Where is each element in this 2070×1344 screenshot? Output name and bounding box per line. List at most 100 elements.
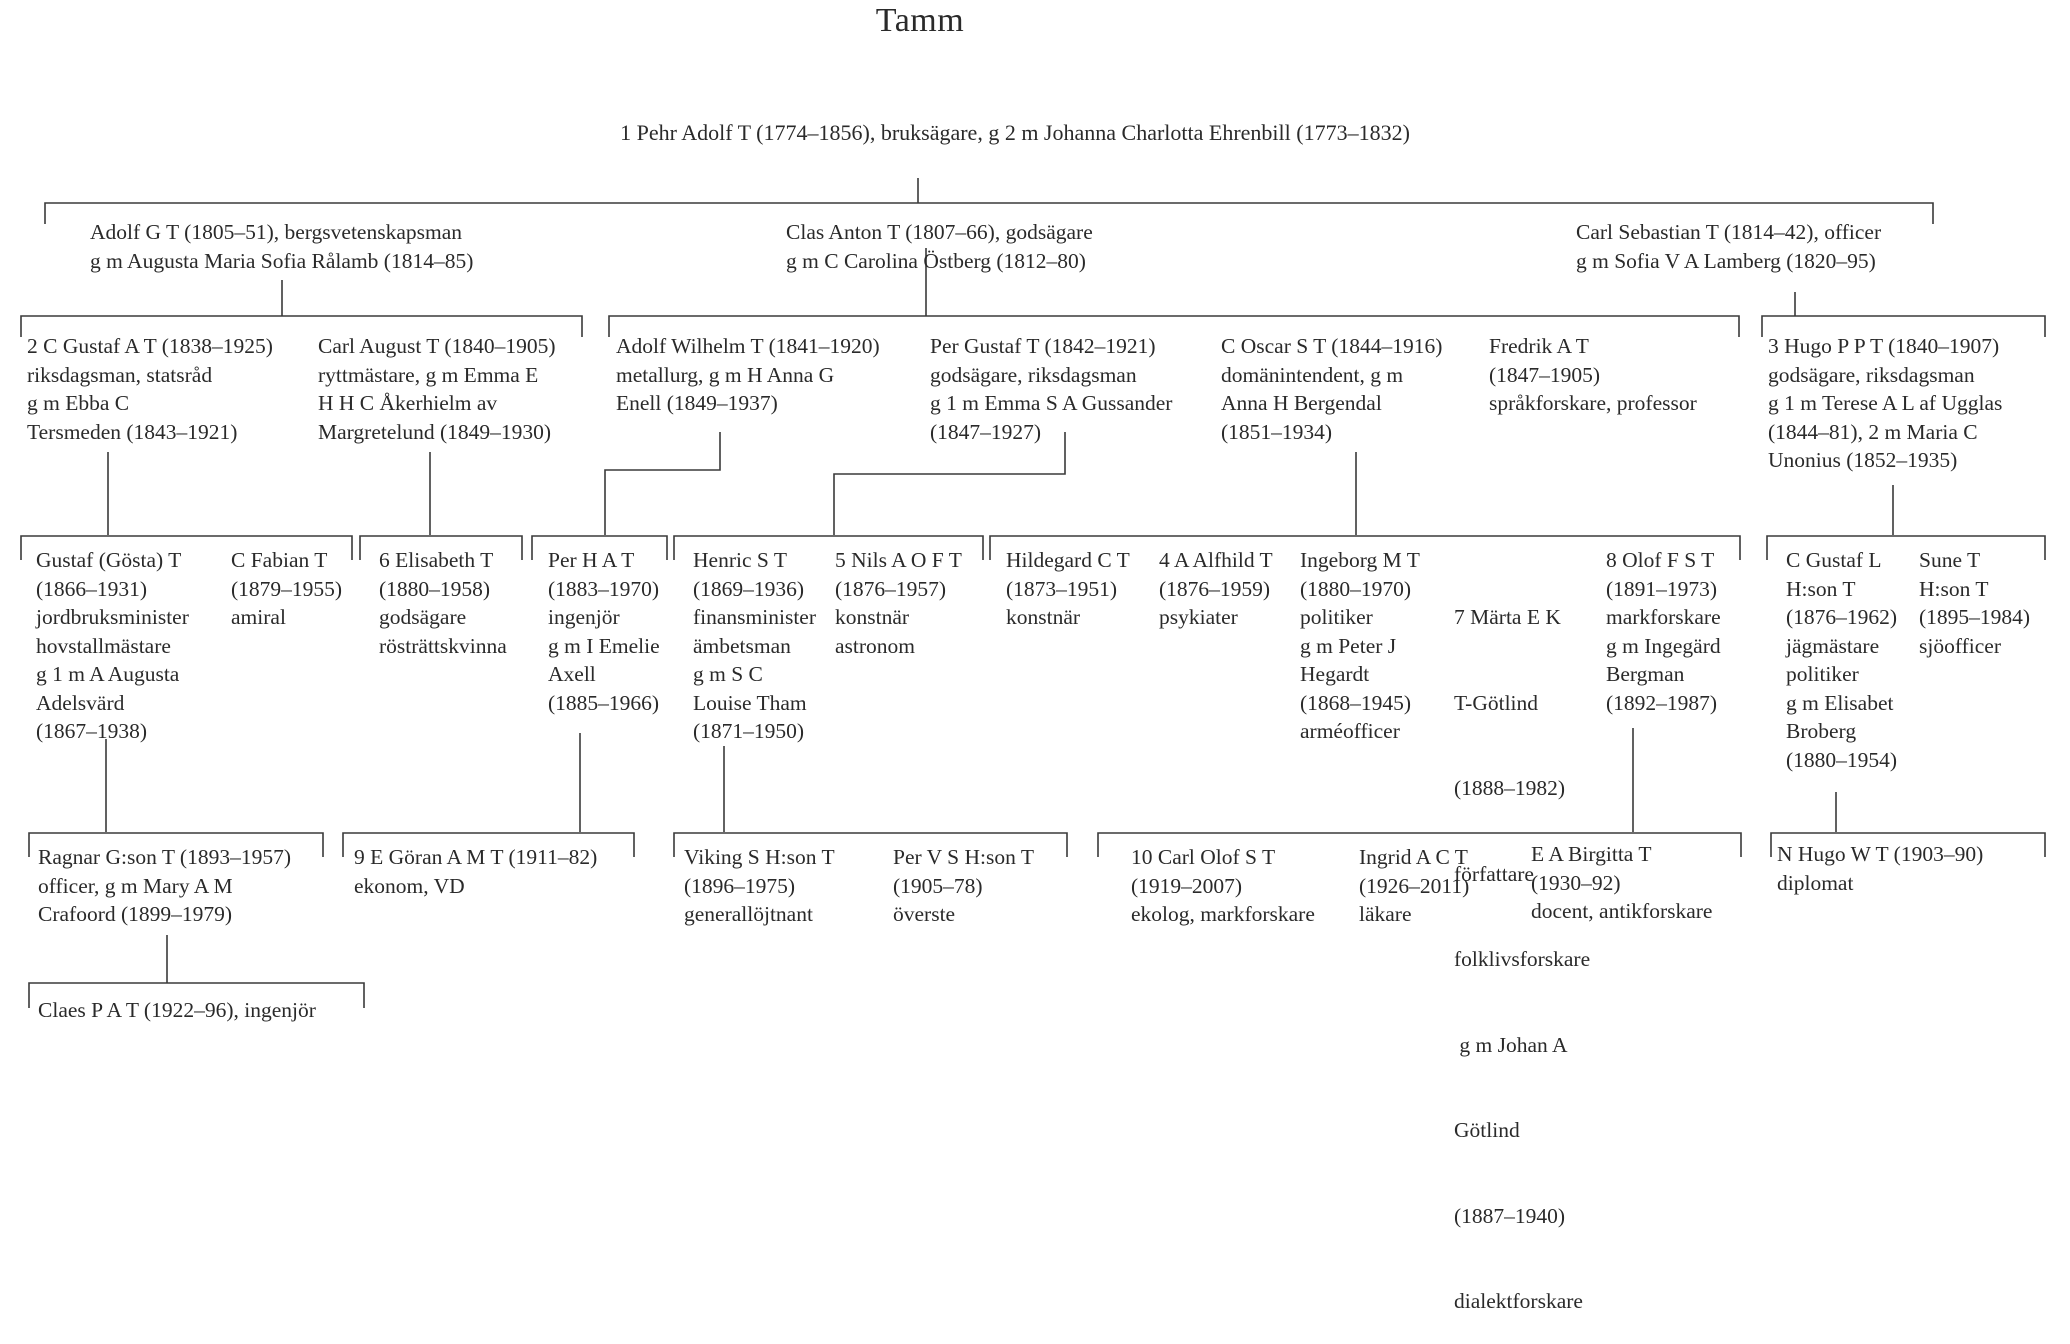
person-line: språkforskare, professor xyxy=(1489,391,1697,415)
person-n-hugo: N Hugo W T (1903–90) diplomat xyxy=(1777,840,1983,897)
person-line: 10 Carl Olof S T xyxy=(1131,845,1276,869)
person-line: (1867–1938) xyxy=(36,719,148,743)
person-line: (1847–1927) xyxy=(930,419,1042,444)
person-sune: Sune T H:son T (1895–1984) sjöofficer xyxy=(1919,546,2030,660)
person-line: (1879–1955) xyxy=(231,576,343,601)
person-line: Anna H Bergendal xyxy=(1221,391,1382,415)
person-line: C Oscar S T (1844–1916) xyxy=(1221,334,1443,358)
person-line: (1888–1982) xyxy=(1454,776,1566,800)
person-line: C Gustaf L xyxy=(1786,548,1882,572)
person-line: g m Ebba C xyxy=(27,391,130,415)
person-line: g 1 m A Augusta xyxy=(36,662,180,686)
person-line: Henric S T xyxy=(693,548,787,572)
person-birgitta: E A Birgitta T (1930–92) docent, antikfo… xyxy=(1531,840,1712,926)
person-line: sjöofficer xyxy=(1919,633,2001,658)
person-line: 9 E Göran A M T (1911–82) xyxy=(354,845,598,869)
person-c-fabian: C Fabian T (1879–1955) amiral xyxy=(231,546,342,632)
person-line: markforskare xyxy=(1606,605,1721,629)
person-line: författare xyxy=(1454,861,1534,886)
person-line: ekolog, markforskare xyxy=(1131,902,1315,926)
person-line: E A Birgitta T xyxy=(1531,842,1652,866)
person-line: amiral xyxy=(231,605,286,629)
person-line: (1876–1959) xyxy=(1159,576,1271,601)
person-adolf-wilhelm: Adolf Wilhelm T (1841–1920) metallurg, g… xyxy=(616,332,880,418)
person-alfhild: 4 A Alfhild T (1876–1959) psykiater xyxy=(1159,546,1273,632)
person-line: (1896–1975) xyxy=(684,873,796,898)
person-line: rösträttskvinna xyxy=(379,633,507,658)
person-line: hovstallmästare xyxy=(36,633,171,658)
person-marta-e-k: 7 Märta E K T-Götlind (1888–1982) förfat… xyxy=(1454,546,1590,1344)
person-line: Ragnar G:son T (1893–1957) xyxy=(38,845,292,869)
person-line: N Hugo W T (1903–90) xyxy=(1777,842,1984,866)
person-line: 7 Märta E K xyxy=(1454,605,1561,629)
person-line: Clas Anton T (1807–66), godsägare xyxy=(786,220,1093,244)
person-line: H:son T xyxy=(1919,576,1989,601)
person-line: 5 Nils A O F T xyxy=(835,548,962,572)
person-line: Per Gustaf T (1842–1921) xyxy=(930,334,1156,358)
person-line: (1871–1950) xyxy=(693,719,805,743)
person-line: astronom xyxy=(835,633,916,658)
person-line: godsägare, riksdagsman xyxy=(1768,362,1975,387)
person-line: H H C Åkerhielm av xyxy=(318,391,498,415)
person-line: 6 Elisabeth T xyxy=(379,548,494,572)
person-line: politiker xyxy=(1786,662,1859,686)
person-ragnar: Ragnar G:son T (1893–1957) officer, g m … xyxy=(38,843,291,929)
person-line: arméofficer xyxy=(1300,719,1400,743)
person-line: konstnär xyxy=(1006,605,1081,629)
person-line: generallöjtnant xyxy=(684,902,813,926)
root-person-pehr-adolf: 1 Pehr Adolf T (1774–1856), bruksägare, … xyxy=(620,120,1410,145)
person-line: Hildegard C T xyxy=(1006,548,1130,572)
person-line: Gustaf (Gösta) T xyxy=(36,548,182,572)
person-line: (1930–92) xyxy=(1531,870,1621,895)
person-clas-anton: Clas Anton T (1807–66), godsägare g m C … xyxy=(786,218,1093,275)
person-line: Carl Sebastian T (1814–42), officer xyxy=(1576,220,1882,244)
person-line: (1847–1905) xyxy=(1489,362,1601,387)
person-line: (1895–1984) xyxy=(1919,605,2031,629)
person-olof-f-s: 8 Olof F S T (1891–1973) markforskare g … xyxy=(1606,546,1721,717)
person-line: g m S C xyxy=(693,662,763,686)
person-line: Louise Tham xyxy=(693,690,807,715)
person-ingeborg-m: Ingeborg M T (1880–1970) politiker g m P… xyxy=(1300,546,1420,746)
person-line: Broberg xyxy=(1786,719,1857,743)
person-line: Ingrid A C T xyxy=(1359,845,1468,869)
person-line: g m Ingegärd xyxy=(1606,633,1721,658)
person-line: Claes P A T (1922–96), ingenjör xyxy=(38,998,316,1022)
person-line: 2 C Gustaf A T (1838–1925) xyxy=(27,334,273,358)
person-line: T-Götlind xyxy=(1454,690,1539,715)
person-line: Fredrik A T xyxy=(1489,334,1589,358)
person-line: Per H A T xyxy=(548,548,635,572)
person-line: (1868–1945) xyxy=(1300,690,1412,715)
person-line: Enell (1849–1937) xyxy=(616,391,778,415)
person-line: Axell xyxy=(548,662,596,686)
person-line: (1891–1973) xyxy=(1606,576,1718,601)
person-line: ingenjör xyxy=(548,605,620,629)
person-line: g m Sofia V A Lamberg (1820–95) xyxy=(1576,248,1876,273)
page-title: Tamm xyxy=(875,2,965,39)
person-line: (1880–1958) xyxy=(379,576,491,601)
person-line: jägmästare xyxy=(1786,633,1880,658)
person-line: (1885–1966) xyxy=(548,690,660,715)
person-carl-olof: 10 Carl Olof S T (1919–2007) ekolog, mar… xyxy=(1131,843,1315,929)
person-line: ekonom, VD xyxy=(354,873,465,898)
person-c-gustaf-l: C Gustaf L H:son T (1876–1962) jägmästar… xyxy=(1786,546,1897,774)
person-line: Hegardt xyxy=(1300,662,1370,686)
person-line: finansminister xyxy=(693,605,817,629)
person-line: H:son T xyxy=(1786,576,1856,601)
person-carl-sebastian: Carl Sebastian T (1814–42), officer g m … xyxy=(1576,218,1881,275)
person-line: Adelsvärd xyxy=(36,690,125,715)
person-line: politiker xyxy=(1300,605,1373,629)
person-c-gustaf-a: 2 C Gustaf A T (1838–1925) riksdagsman, … xyxy=(27,332,273,446)
person-line: ryttmästare, g m Emma E xyxy=(318,362,539,387)
person-c-oscar-s: C Oscar S T (1844–1916) domänintendent, … xyxy=(1221,332,1442,446)
person-line: ämbetsman xyxy=(693,633,791,658)
person-per-h-a: Per H A T (1883–1970) ingenjör g m I Eme… xyxy=(548,546,660,717)
person-line: Adolf G T (1805–51), bergsvetenskapsman xyxy=(90,220,463,244)
person-line: g m C Carolina Östberg (1812–80) xyxy=(786,248,1086,273)
person-line: (1883–1970) xyxy=(548,576,660,601)
person-line: domänintendent, g m xyxy=(1221,362,1404,387)
person-line: g m I Emelie xyxy=(548,633,660,658)
person-line: Bergman xyxy=(1606,662,1685,686)
person-line: folklivsforskare xyxy=(1454,947,1591,971)
person-line: g m Elisabet xyxy=(1786,690,1894,715)
person-line: (1887–1940) xyxy=(1454,1203,1566,1228)
